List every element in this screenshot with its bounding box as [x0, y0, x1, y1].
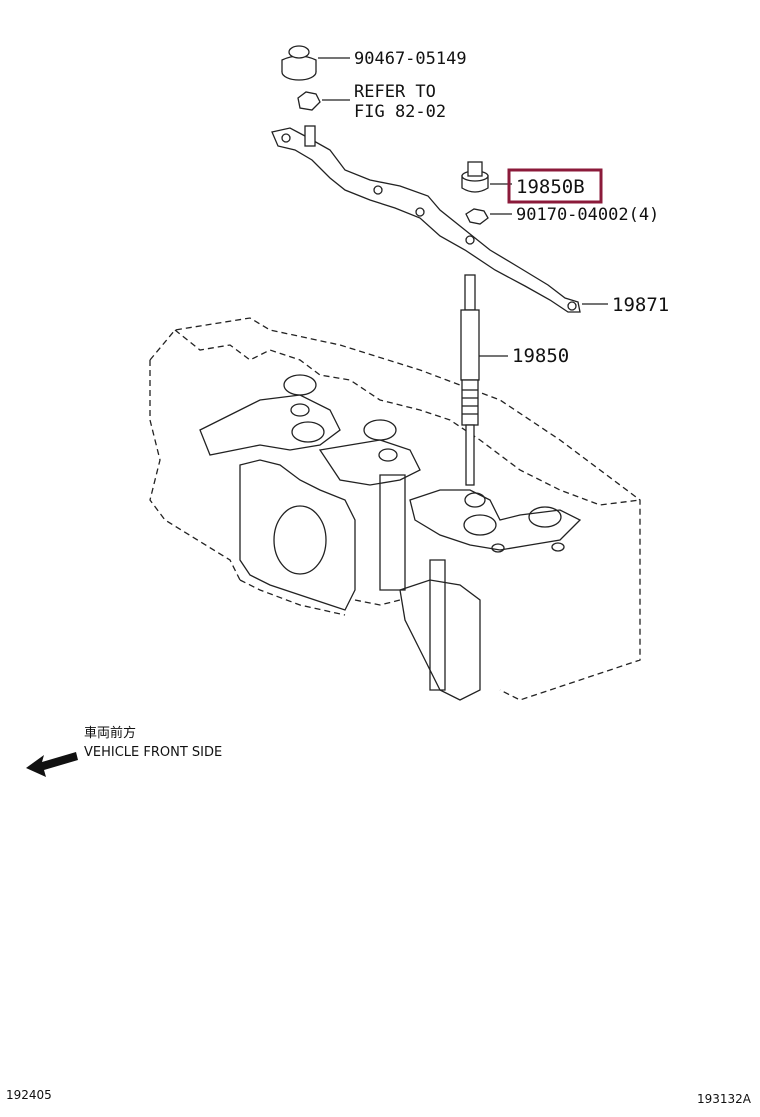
terminal-nut-part: [461, 161, 512, 193]
small-nut-part: [297, 91, 350, 111]
glow-plug-part: [460, 274, 508, 486]
footer-left-code: 192405: [6, 1088, 52, 1102]
label-19850[interactable]: 19850: [512, 345, 569, 367]
label-fig-82-02[interactable]: FIG 82-02: [354, 102, 446, 122]
washer-part: [465, 208, 512, 225]
footer-right-code: 193132A: [697, 1092, 752, 1106]
label-19871[interactable]: 19871: [612, 294, 669, 316]
label-90170-04002[interactable]: 90170-04002(4): [516, 205, 659, 225]
direction-en-text: VEHICLE FRONT SIDE: [84, 745, 222, 760]
left-arrow-icon: [26, 752, 78, 777]
connector-bar-part: [271, 125, 608, 313]
label-90467-05149[interactable]: 90467-05149: [354, 49, 467, 69]
label-refer-to: REFER TO: [354, 82, 436, 102]
label-19850b[interactable]: 19850B: [516, 176, 585, 198]
cylinder-head-illustration: [149, 317, 641, 701]
highlight-box: [507, 168, 603, 204]
cap-nut-part: [281, 45, 350, 81]
direction-jp-text: 車両前方: [84, 725, 136, 741]
vehicle-front-indicator: 車両前方 VEHICLE FRONT SIDE: [26, 725, 222, 777]
